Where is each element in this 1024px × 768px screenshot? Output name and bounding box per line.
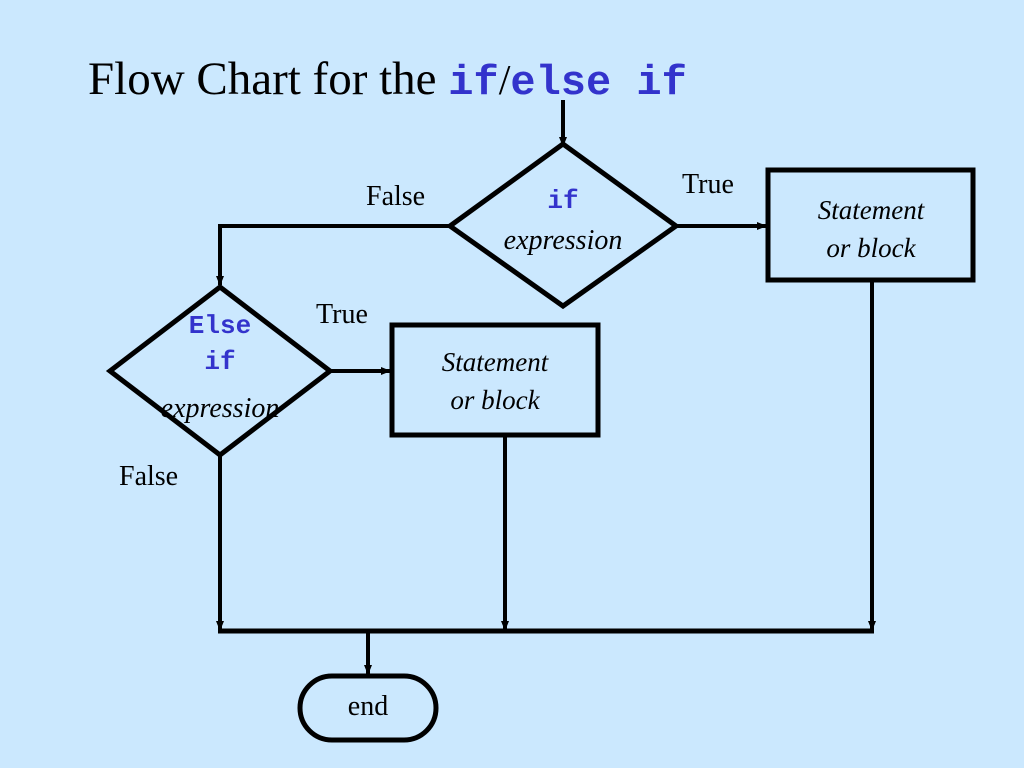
edge-label-if-true: True xyxy=(682,169,734,200)
edge-label-elseif-true: True xyxy=(316,299,368,330)
edge-if-false xyxy=(216,224,450,286)
statement-block-elseif[interactable] xyxy=(389,322,601,438)
title-plain-text: Flow Chart for the xyxy=(88,53,437,105)
page-title: Flow Chart for the if/else if xyxy=(88,48,968,110)
edge-label-elseif-false: False xyxy=(119,461,179,492)
statement-block-if[interactable] xyxy=(765,167,976,283)
title-code-elseif: else if xyxy=(510,59,687,107)
title-code-if: if xyxy=(448,59,499,107)
if-decision-diamond[interactable] xyxy=(445,140,681,310)
end-node[interactable] xyxy=(297,673,439,743)
title-slash: / xyxy=(498,58,511,104)
elseif-decision-diamond[interactable] xyxy=(105,283,335,459)
edge-label-if-false: False xyxy=(366,181,426,212)
